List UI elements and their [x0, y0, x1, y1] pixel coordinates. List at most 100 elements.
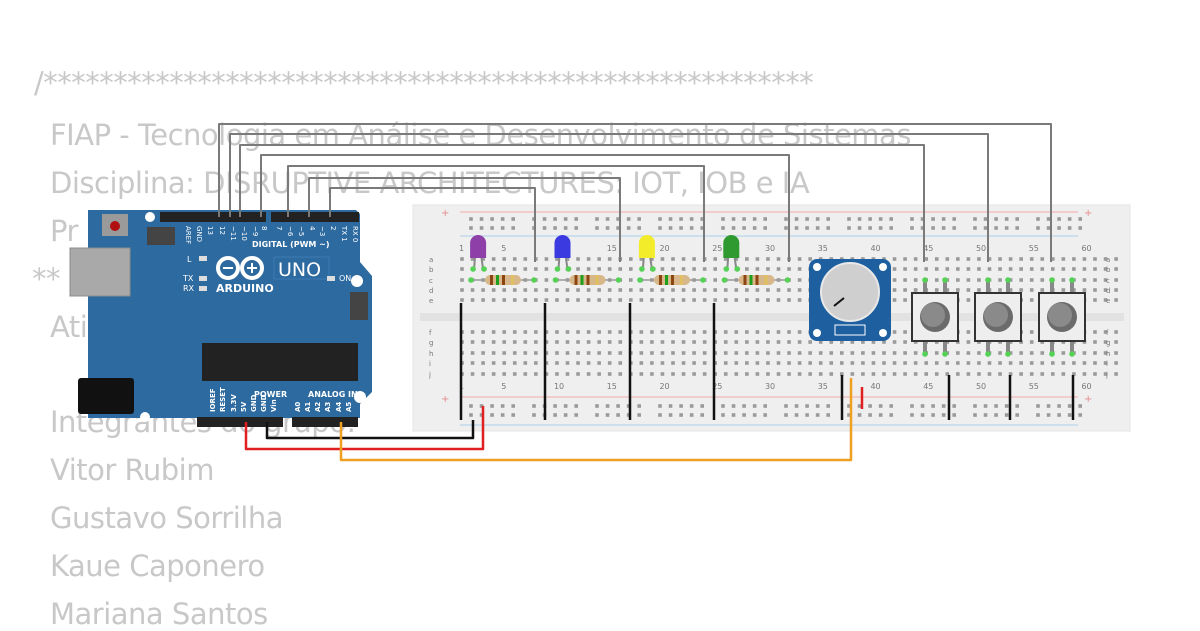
breadboard-hole[interactable]	[544, 298, 549, 302]
breadboard-hole[interactable]	[745, 340, 749, 344]
breadboard-hole[interactable]	[534, 340, 538, 344]
rail-hole[interactable]	[658, 217, 662, 221]
breadboard-hole[interactable]	[861, 340, 865, 344]
breadboard-hole[interactable]	[808, 372, 812, 376]
breadboard-hole[interactable]	[1093, 361, 1097, 365]
breadboard-hole[interactable]	[491, 330, 496, 334]
breadboard-hole[interactable]	[998, 257, 1002, 261]
breadboard-hole[interactable]	[618, 372, 623, 376]
pushbutton-3[interactable]	[1038, 277, 1086, 357]
breadboard-hole[interactable]	[692, 330, 696, 334]
rail-hole[interactable]	[742, 217, 746, 221]
rail-hole[interactable]	[490, 217, 494, 221]
breadboard-hole[interactable]	[797, 372, 802, 376]
breadboard-hole[interactable]	[713, 257, 717, 261]
arduino-uno-board[interactable]: DIGITAL (PWM ~) POWER ANALOG IN ARDUINO …	[69, 210, 372, 427]
breadboard-hole[interactable]	[987, 372, 992, 376]
rail-hole[interactable]	[1067, 413, 1072, 417]
rail-hole[interactable]	[679, 226, 683, 230]
breadboard-hole[interactable]	[998, 361, 1002, 365]
breadboard-hole[interactable]	[1029, 267, 1034, 271]
breadboard-hole[interactable]	[1040, 257, 1045, 261]
breadboard-hole[interactable]	[565, 361, 570, 365]
breadboard-hole[interactable]	[1061, 267, 1066, 271]
breadboard-hole[interactable]	[1103, 278, 1108, 282]
breadboard-hole[interactable]	[840, 361, 844, 365]
rail-hole[interactable]	[500, 404, 505, 408]
rail-hole[interactable]	[1046, 217, 1051, 221]
rail-hole[interactable]	[479, 217, 484, 221]
breadboard-hole[interactable]	[966, 340, 971, 344]
breadboard-hole[interactable]	[934, 278, 939, 282]
rail-hole[interactable]	[994, 413, 998, 417]
breadboard-hole[interactable]	[660, 288, 665, 292]
rail-hole[interactable]	[763, 226, 767, 230]
rail-hole[interactable]	[847, 404, 851, 408]
breadboard-hole[interactable]	[797, 267, 802, 271]
breadboard-hole[interactable]	[1040, 372, 1045, 376]
breadboard-hole[interactable]	[523, 340, 528, 344]
rail-hole[interactable]	[637, 226, 641, 230]
breadboard-hole[interactable]	[502, 298, 506, 302]
rail-hole[interactable]	[889, 217, 893, 221]
rail-hole[interactable]	[931, 413, 935, 417]
rail-hole[interactable]	[511, 413, 515, 417]
breadboard-hole[interactable]	[470, 257, 475, 261]
rail-hole[interactable]	[511, 226, 515, 230]
rail-hole[interactable]	[490, 226, 494, 230]
breadboard-hole[interactable]	[681, 330, 686, 334]
breadboard-hole[interactable]	[840, 351, 844, 355]
rail-hole[interactable]	[1078, 226, 1082, 230]
rail-hole[interactable]	[1004, 217, 1009, 221]
rail-hole[interactable]	[689, 404, 694, 408]
breadboard-hole[interactable]	[966, 330, 971, 334]
rail-hole[interactable]	[1078, 413, 1082, 417]
rail-hole[interactable]	[857, 217, 862, 221]
breadboard-hole[interactable]	[576, 330, 580, 334]
rail-hole[interactable]	[784, 413, 788, 417]
breadboard-hole[interactable]	[998, 351, 1002, 355]
rail-hole[interactable]	[889, 413, 893, 417]
breadboard-hole[interactable]	[797, 298, 802, 302]
breadboard-hole[interactable]	[1008, 372, 1013, 376]
breadboard-hole[interactable]	[586, 257, 591, 261]
breadboard-hole[interactable]	[1103, 340, 1108, 344]
breadboard-hole[interactable]	[629, 298, 633, 302]
breadboard-hole[interactable]	[734, 372, 739, 376]
rail-hole[interactable]	[973, 217, 977, 221]
breadboard-hole[interactable]	[787, 298, 791, 302]
breadboard-hole[interactable]	[818, 361, 823, 365]
rail-hole[interactable]	[637, 217, 641, 221]
breadboard-hole[interactable]	[1093, 298, 1097, 302]
rail-hole[interactable]	[920, 413, 925, 417]
rail-hole[interactable]	[763, 217, 767, 221]
breadboard-hole[interactable]	[892, 372, 897, 376]
breadboard-hole[interactable]	[555, 361, 559, 365]
breadboard-hole[interactable]	[723, 372, 728, 376]
breadboard-hole[interactable]	[787, 372, 791, 376]
breadboard-hole[interactable]	[681, 257, 686, 261]
breadboard-hole[interactable]	[586, 330, 591, 334]
breadboard-hole[interactable]	[1093, 257, 1097, 261]
breadboard-hole[interactable]	[966, 351, 971, 355]
breadboard-hole[interactable]	[1051, 361, 1055, 365]
rail-hole[interactable]	[490, 404, 494, 408]
breadboard-hole[interactable]	[586, 288, 591, 292]
breadboard-hole[interactable]	[734, 298, 739, 302]
breadboard-hole[interactable]	[1029, 361, 1034, 365]
breadboard-hole[interactable]	[1019, 257, 1023, 261]
breadboard-hole[interactable]	[1072, 257, 1076, 261]
rail-hole[interactable]	[700, 217, 704, 221]
rail-hole[interactable]	[983, 413, 988, 417]
rail-hole[interactable]	[626, 226, 631, 230]
rail-hole[interactable]	[637, 404, 641, 408]
rail-hole[interactable]	[941, 217, 946, 221]
breadboard-hole[interactable]	[555, 340, 559, 344]
breadboard-hole[interactable]	[745, 361, 749, 365]
breadboard-hole[interactable]	[892, 298, 897, 302]
rail-hole[interactable]	[805, 226, 809, 230]
rail-hole[interactable]	[626, 217, 631, 221]
breadboard-hole[interactable]	[1114, 267, 1118, 271]
breadboard-hole[interactable]	[903, 267, 907, 271]
breadboard-hole[interactable]	[523, 267, 528, 271]
